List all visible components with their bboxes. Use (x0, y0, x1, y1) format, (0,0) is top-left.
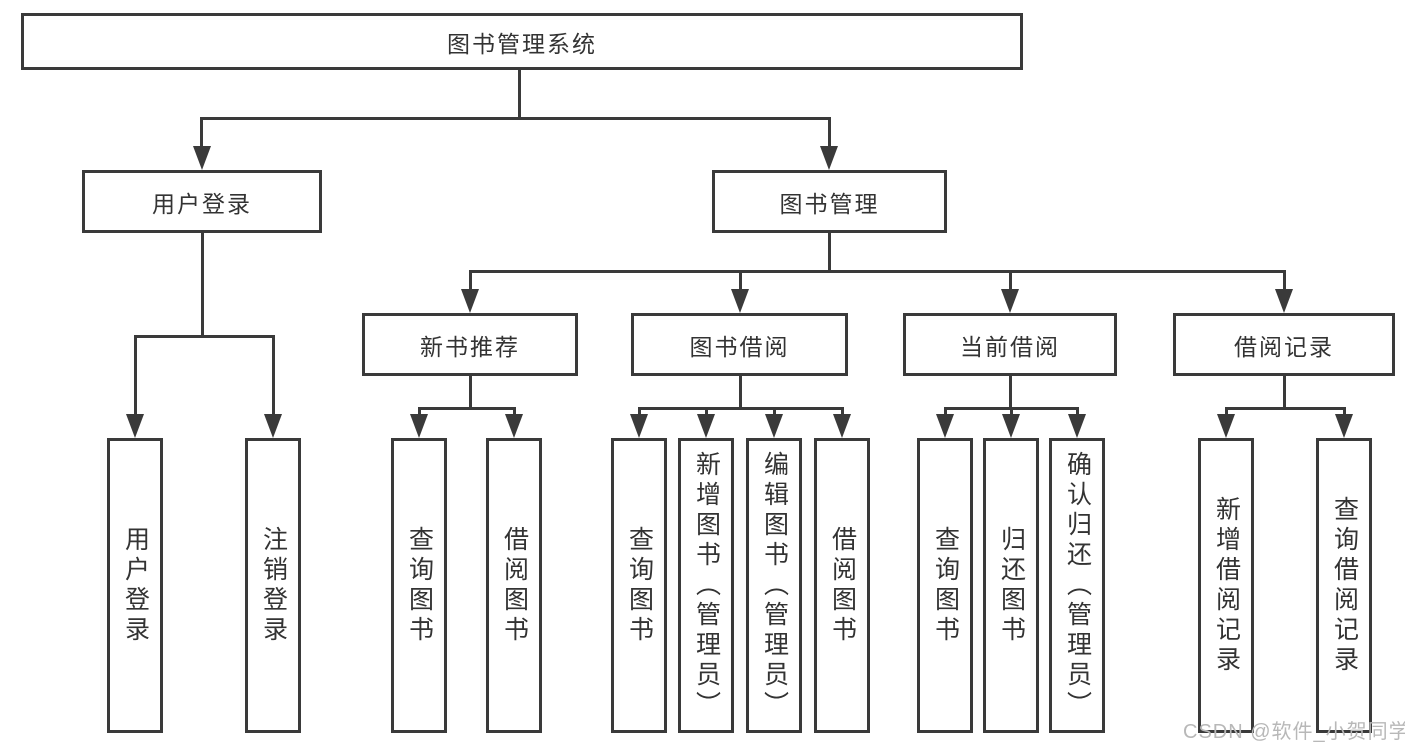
leaf-confirm-return-admin-label: 确认归还（管理员） (1063, 450, 1092, 721)
arrow-down-icon (833, 414, 851, 438)
node-borrow-records-label: 借阅记录 (1234, 333, 1334, 360)
node-root-label: 图书管理系统 (447, 30, 597, 57)
leaf-edit-book-admin: 编辑图书（管理员） (746, 438, 802, 733)
leaf-borrow-query-books: 查询图书 (611, 438, 667, 733)
arrow-down-icon (505, 414, 523, 438)
leaf-borrow-books: 借阅图书 (814, 438, 870, 733)
node-book-borrow: 图书借阅 (631, 313, 848, 376)
arrow-down-icon (1217, 414, 1235, 438)
connector-line (1283, 376, 1286, 407)
leaf-logout: 注销登录 (245, 438, 301, 733)
node-current-borrow-label: 当前借阅 (960, 333, 1060, 360)
leaf-add-borrow-record-label: 新增借阅记录 (1212, 495, 1241, 676)
arrow-down-icon (1335, 414, 1353, 438)
leaf-query-borrow-record-label: 查询借阅记录 (1330, 495, 1359, 676)
node-current-borrow: 当前借阅 (903, 313, 1117, 376)
connector-line (739, 270, 742, 291)
connector-line (200, 117, 203, 149)
connector-line (944, 407, 947, 416)
connector-line (201, 233, 204, 335)
arrow-down-icon (765, 414, 783, 438)
connector-line (134, 335, 137, 417)
connector-line (638, 407, 641, 416)
connector-line (469, 270, 1285, 273)
leaf-user-login: 用户登录 (107, 438, 163, 733)
leaf-borrow-query-books-label: 查询图书 (625, 525, 654, 646)
connector-line (1225, 407, 1228, 416)
connector-line (1226, 407, 1345, 410)
arrow-down-icon (126, 414, 144, 438)
connector-line (639, 407, 843, 410)
connector-line (419, 407, 516, 410)
connector-line (739, 376, 742, 407)
arrow-down-icon (1068, 414, 1086, 438)
connector-line (773, 407, 776, 416)
arrow-down-icon (264, 414, 282, 438)
node-new-book-recommend: 新书推荐 (362, 313, 578, 376)
arrow-down-icon (1001, 289, 1019, 313)
connector-line (200, 117, 831, 120)
leaf-add-book-admin: 新增图书（管理员） (678, 438, 734, 733)
arrow-down-icon (731, 289, 749, 313)
arrow-down-icon (1275, 289, 1293, 313)
connector-line (418, 407, 421, 416)
node-book-management-label: 图书管理 (779, 190, 880, 217)
leaf-current-query-books: 查询图书 (917, 438, 973, 733)
connector-line (134, 335, 275, 338)
connector-line (513, 407, 516, 416)
leaf-borrow-books-label: 借阅图书 (828, 525, 857, 646)
arrow-down-icon (630, 414, 648, 438)
leaf-logout-label: 注销登录 (259, 525, 288, 646)
arrow-down-icon (820, 146, 838, 170)
leaf-add-borrow-record: 新增借阅记录 (1198, 438, 1254, 733)
connector-line (1009, 270, 1012, 291)
leaf-add-book-admin-label: 新增图书（管理员） (692, 450, 721, 721)
connector-line (469, 376, 472, 407)
connector-line (272, 335, 275, 417)
leaf-confirm-return-admin: 确认归还（管理员） (1049, 438, 1105, 733)
leaf-return-books-label: 归还图书 (997, 525, 1026, 646)
leaf-user-login-label: 用户登录 (121, 525, 150, 646)
connector-line (1343, 407, 1346, 416)
node-root: 图书管理系统 (21, 13, 1023, 70)
leaf-recommend-query-books-label: 查询图书 (405, 525, 434, 646)
leaf-recommend-query-books: 查询图书 (391, 438, 447, 733)
connector-line (1009, 376, 1012, 407)
arrow-down-icon (1002, 414, 1020, 438)
node-borrow-records: 借阅记录 (1173, 313, 1395, 376)
connector-line (518, 70, 521, 119)
connector-line (828, 117, 831, 149)
arrow-down-icon (697, 414, 715, 438)
leaf-return-books: 归还图书 (983, 438, 1039, 733)
connector-line (469, 270, 472, 291)
arrow-down-icon (410, 414, 428, 438)
leaf-current-query-books-label: 查询图书 (931, 525, 960, 646)
connector-line (705, 407, 708, 416)
arrow-down-icon (461, 289, 479, 313)
leaf-recommend-borrow-books-label: 借阅图书 (500, 525, 529, 646)
connector-line (1010, 407, 1013, 416)
node-book-borrow-label: 图书借阅 (689, 333, 790, 360)
arrow-down-icon (936, 414, 954, 438)
leaf-recommend-borrow-books: 借阅图书 (486, 438, 542, 733)
node-user-login-label: 用户登录 (152, 190, 252, 217)
leaf-query-borrow-record: 查询借阅记录 (1316, 438, 1372, 733)
connector-line (1076, 407, 1079, 416)
node-new-book-recommend-label: 新书推荐 (420, 333, 520, 360)
arrow-down-icon (193, 146, 211, 170)
leaf-edit-book-admin-label: 编辑图书（管理员） (760, 450, 789, 721)
node-book-management: 图书管理 (712, 170, 947, 233)
connector-line (828, 233, 831, 270)
node-user-login: 用户登录 (82, 170, 322, 233)
csdn-watermark: CSDN @软件_小贺同学 (1183, 721, 1405, 743)
connector-line (1283, 270, 1286, 291)
connector-line (841, 407, 844, 416)
